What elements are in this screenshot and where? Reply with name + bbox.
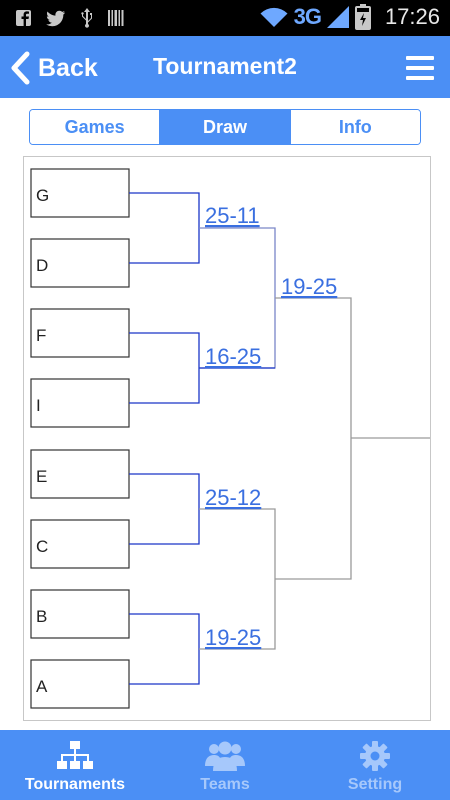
gear-icon <box>360 741 390 771</box>
tournament-tree-icon <box>57 741 93 769</box>
view-tabs: Games Draw Info <box>29 109 421 145</box>
signal-icon <box>326 6 349 28</box>
status-bar: 3G 17:26 <box>0 0 450 36</box>
wifi-icon <box>260 7 288 27</box>
tournament-bracket: G D F I E C B A 25-11 16-25 25-12 19-25 <box>23 156 431 721</box>
nav-label: Tournaments <box>24 776 126 793</box>
round1-connectors <box>129 192 200 685</box>
match-score[interactable]: 25-12 <box>205 485 261 510</box>
tab-games[interactable]: Games <box>30 110 160 144</box>
team-name: G <box>36 186 49 205</box>
team-slot[interactable]: G <box>30 168 130 218</box>
round2-connectors <box>199 227 276 650</box>
team-name: E <box>36 467 47 486</box>
notification-icons <box>16 8 124 28</box>
bracket-canvas: G D F I E C B A 25-11 16-25 25-12 19-25 <box>30 168 430 709</box>
team-slot[interactable]: D <box>30 238 130 288</box>
team-name: F <box>36 326 46 345</box>
nav-setting[interactable]: Setting <box>300 730 450 800</box>
team-slot[interactable]: B <box>30 589 130 639</box>
nav-label: Teams <box>200 776 250 793</box>
tab-info[interactable]: Info <box>289 110 420 144</box>
nav-label: Setting <box>347 776 403 793</box>
people-group-icon <box>205 741 245 771</box>
team-name: C <box>36 537 48 556</box>
tab-draw[interactable]: Draw <box>159 110 290 144</box>
nav-teams[interactable]: Teams <box>150 730 300 800</box>
network-type: 3G <box>293 4 322 29</box>
back-button-label: Back <box>38 53 98 82</box>
app-bar: Back Tournament2 <box>0 36 450 98</box>
facebook-icon <box>16 10 31 26</box>
team-slot[interactable]: A <box>30 659 130 709</box>
match-score[interactable]: 16-25 <box>205 344 261 369</box>
barcode-icon <box>108 10 124 26</box>
team-slot[interactable]: F <box>30 308 130 358</box>
team-slot[interactable]: I <box>30 378 130 428</box>
match-score[interactable]: 19-25 <box>281 274 337 299</box>
match-score[interactable]: 19-25 <box>205 625 261 650</box>
back-button[interactable]: Back <box>10 48 98 88</box>
team-slot[interactable]: E <box>30 449 130 499</box>
bottom-nav: Tournaments Teams <box>0 730 450 800</box>
final-connectors <box>275 297 430 580</box>
team-name: B <box>36 607 47 626</box>
battery-charging-icon <box>354 4 371 30</box>
match-score[interactable]: 25-11 <box>205 203 260 228</box>
clock: 17:26 <box>384 4 440 29</box>
page-title: Tournament2 <box>153 53 297 79</box>
usb-icon <box>81 8 92 28</box>
system-status: 3G 17:26 <box>260 4 440 30</box>
team-slot[interactable]: C <box>30 519 130 569</box>
team-name: I <box>36 396 41 415</box>
team-name: A <box>36 677 48 696</box>
hamburger-menu-icon[interactable] <box>406 56 434 80</box>
chevron-left-icon <box>11 51 30 85</box>
nav-tournaments[interactable]: Tournaments <box>0 730 150 800</box>
twitter-icon <box>46 10 65 27</box>
team-name: D <box>36 256 48 275</box>
